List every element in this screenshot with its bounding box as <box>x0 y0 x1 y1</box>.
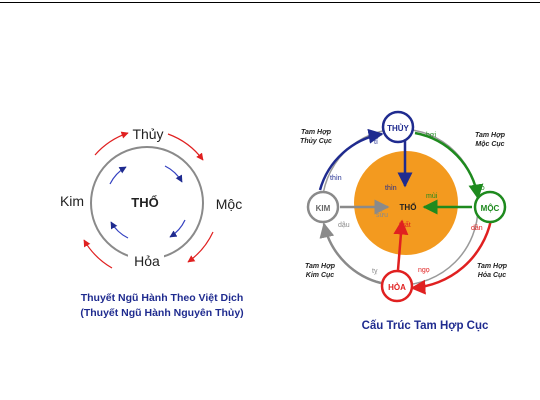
node-label-kim: KIM <box>316 204 331 213</box>
tho-center-disc <box>354 151 458 255</box>
node-hoa: HỎA <box>380 269 414 303</box>
group-thuy-line1: Tam Hợp <box>301 129 332 136</box>
inner-arrow-sw <box>110 221 129 239</box>
element-label-kim: Kim <box>60 193 84 209</box>
right-tam-hop-diagram: THỦY MỘC HỎA KIM THỔ hợi tí thìn thìn mù… <box>300 110 508 303</box>
branch-dan: dần <box>471 223 483 232</box>
branch-mao: mão <box>471 185 485 192</box>
node-label-tho: THỔ <box>400 203 417 212</box>
element-label-moc: Mộc <box>216 196 242 212</box>
top-rule <box>0 2 540 3</box>
arc-thuy-moc <box>414 131 484 200</box>
branch-hoi: hợi <box>426 132 436 139</box>
node-kim: KIM <box>306 190 340 224</box>
node-moc: MỘC <box>473 190 507 224</box>
node-label-thuy: THỦY <box>387 124 409 133</box>
group-hoa-line1: Tam Hợp <box>477 263 508 270</box>
right-caption: Cấu Trúc Tam Hợp Cục <box>361 320 489 332</box>
label-bg-left <box>58 194 86 210</box>
group-kim-line2: Kim Cục <box>306 272 335 279</box>
arc-kim-thuy <box>318 128 384 191</box>
label-bg-right <box>208 196 246 212</box>
branch-suu: sửu <box>376 211 388 219</box>
left-wuxing-diagram: Thủy Mộc Hỏa Kim THỔ <box>58 126 246 269</box>
inner-arrow-nw <box>109 166 127 185</box>
group-moc-line1: Tam Hợp <box>475 132 506 139</box>
group-moc-line2: Mộc Cục <box>475 141 504 148</box>
branch-thin-outer: thìn <box>330 175 342 182</box>
arc-moc-hoa <box>410 219 493 295</box>
left-caption: Thuyết Ngũ Hành Theo Việt Dịch (Thuyết N… <box>62 291 262 321</box>
branch-ngo: ngọ <box>418 267 430 274</box>
branch-ty: tỵ <box>372 268 378 275</box>
inner-arrow-se <box>169 219 186 238</box>
outer-arrow-nw <box>94 131 129 156</box>
branch-mui: mùi <box>426 193 438 200</box>
node-thuy: THỦY <box>381 110 415 144</box>
inner-arrow-ne <box>164 165 183 183</box>
node-label-moc: MỘC <box>481 204 500 213</box>
element-label-thuy: Thủy <box>132 126 163 142</box>
branch-thin-inner: thìn <box>385 185 397 192</box>
arrow-hoa-tho <box>393 219 409 271</box>
branch-tuat: tuất <box>399 220 411 229</box>
left-caption-line2: (Thuyết Ngũ Hành Nguyên Thủy) <box>80 307 244 319</box>
label-bg-bottom <box>128 253 164 269</box>
group-kim-line1: Tam Hợp <box>305 263 336 270</box>
left-caption-line1: Thuyết Ngũ Hành Theo Việt Dịch <box>80 292 244 304</box>
group-hoa-line2: Hỏa Cục <box>478 272 507 279</box>
outer-arrow-se <box>187 231 214 263</box>
element-label-hoa: Hỏa <box>134 253 160 269</box>
branch-ti: tí <box>374 139 378 146</box>
branch-dau: dậu <box>338 222 350 229</box>
group-thuy-line2: Thủy Cục <box>300 138 332 145</box>
outer-arrow-sw <box>83 239 113 269</box>
label-bg-top <box>130 126 166 142</box>
arc-hoa-kim <box>319 222 386 286</box>
node-label-hoa: HỎA <box>388 283 406 292</box>
element-label-tho: THỔ <box>131 195 158 210</box>
outer-arrow-ne <box>167 133 204 161</box>
